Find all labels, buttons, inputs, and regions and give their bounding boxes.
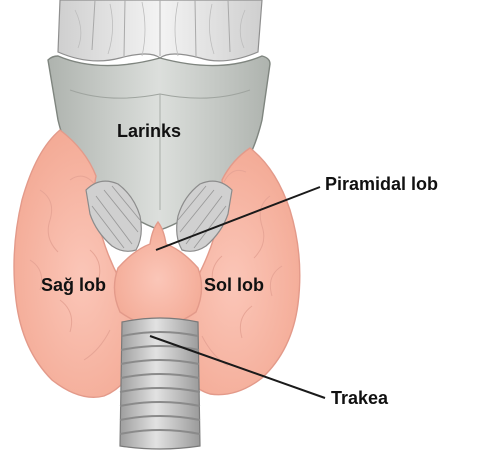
trachea-label: Trakea <box>331 388 388 408</box>
larynx-label: Larinks <box>117 121 181 141</box>
hyoid-cartilage <box>58 0 262 61</box>
trachea <box>120 318 200 449</box>
pyramidal-lobe-label: Piramidal lob <box>325 174 438 194</box>
left-lobe-label: Sol lob <box>204 275 264 295</box>
right-lobe-label: Sağ lob <box>41 275 106 295</box>
